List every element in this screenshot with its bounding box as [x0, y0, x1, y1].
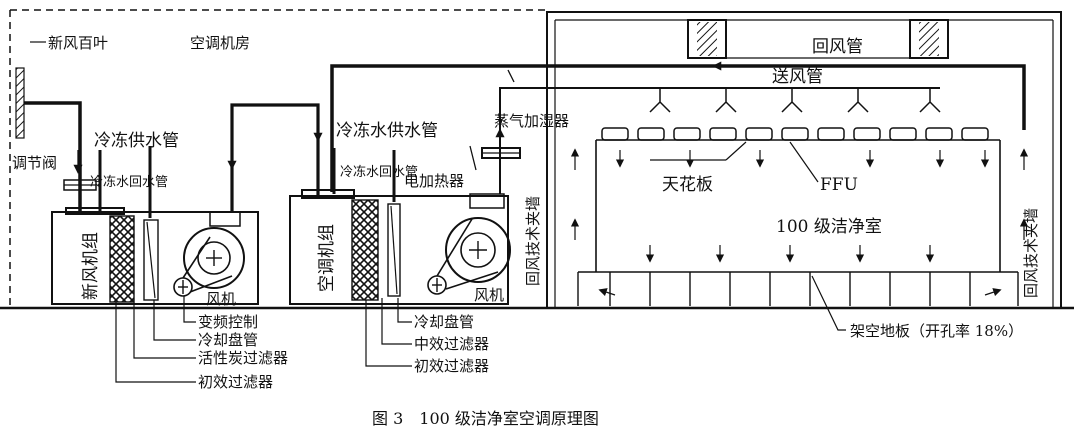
ac-unit-water-pipes	[332, 148, 396, 202]
figure-caption: 图 3 100 级洁净室空调原理图	[372, 409, 599, 428]
label-fan-2: 风机	[474, 286, 504, 304]
label-vfd-control: 变频控制	[198, 313, 258, 331]
fresh-air-unit	[51, 207, 259, 305]
humidifier-heater	[469, 69, 521, 171]
return-air-duct	[687, 19, 949, 59]
fresh-air-louver	[15, 67, 25, 139]
label-fresh-air-unit: 新风机组	[81, 232, 101, 300]
primary-filter-2-block	[351, 199, 379, 301]
ffu-units	[601, 127, 989, 141]
label-primary-filter-1: 初效过滤器	[198, 373, 273, 391]
label-ceiling-panel: 天花板	[662, 175, 713, 195]
supply-diffusers	[649, 88, 941, 113]
label-fan-1: 风机	[206, 290, 236, 308]
building-outline	[546, 11, 1062, 309]
label-regulating-valve: 调节阀	[12, 154, 57, 172]
raised-floor	[577, 272, 1019, 306]
fresh-air-duct	[24, 101, 82, 212]
airflow-arrows	[570, 148, 1029, 297]
fan-1-wheel	[183, 227, 245, 289]
label-fresh-air-louver: 新风百叶	[48, 34, 108, 52]
leader-lines	[115, 141, 846, 383]
ac-unit	[289, 189, 511, 305]
cooling-coil-1-block	[143, 219, 159, 301]
machine-room-boundary	[9, 9, 548, 308]
label-return-air-duct: 回风管	[812, 37, 863, 57]
regulating-valve	[63, 179, 97, 191]
label-cleanroom: 100 级洁净室	[776, 217, 882, 237]
label-steam-humidifier: 蒸气加湿器	[494, 112, 569, 130]
label-primary-filter-2: 初效过滤器	[414, 357, 489, 375]
label-activated-carbon: 活性炭过滤器	[198, 349, 288, 367]
primary-filter-1-block	[109, 215, 135, 303]
label-ac-unit: 空调机组	[317, 224, 337, 292]
label-ac-machine-room: 空调机房	[190, 34, 250, 52]
label-electric-heater: 电加热器	[404, 172, 464, 190]
label-return-wall-right: 回风技术夹墙	[1022, 208, 1040, 298]
cleanroom	[578, 139, 1018, 273]
label-return-wall-left: 回风技术夹墙	[524, 196, 542, 286]
label-raised-floor: 架空地板（开孔率 18%）	[850, 322, 1023, 340]
medium-filter-block	[387, 203, 401, 297]
label-supply-air-duct: 送风管	[772, 67, 823, 87]
fresh-to-ac-duct	[227, 103, 323, 212]
fresh-unit-water-pipes	[98, 146, 152, 218]
label-chilled-supply-2: 冷冻水供水管	[336, 121, 438, 141]
label-cooling-coil-2: 冷却盘管	[414, 313, 474, 331]
fan-2-wheel	[445, 217, 511, 283]
label-medium-filter: 中效过滤器	[414, 335, 489, 353]
label-ffu: FFU	[820, 175, 858, 195]
label-cooling-coil-1: 冷却盘管	[198, 331, 258, 349]
label-chilled-return-2: 冷冻水回水管	[340, 164, 418, 180]
label-chilled-return-1: 冷冻水回水管	[90, 174, 168, 190]
label-chilled-supply-1: 冷冻供水管	[94, 131, 179, 151]
